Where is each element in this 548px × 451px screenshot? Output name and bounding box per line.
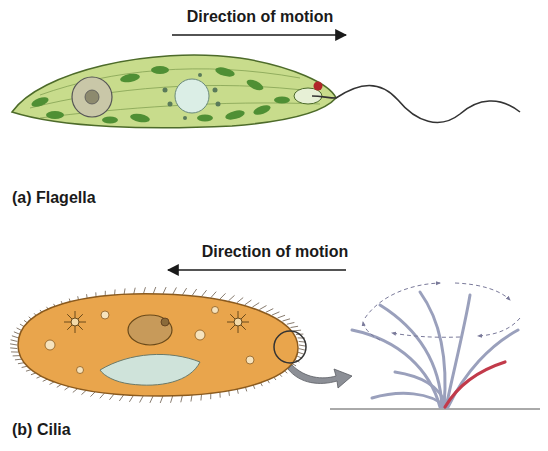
cilium — [259, 306, 266, 310]
cilium — [11, 340, 18, 342]
cilium — [287, 322, 295, 324]
cilium — [299, 349, 306, 351]
cilium — [299, 345, 306, 346]
cilium — [252, 303, 259, 307]
cilium — [150, 396, 153, 403]
cell-body — [12, 55, 336, 128]
cilium — [220, 293, 226, 299]
cilium — [182, 288, 186, 295]
cilium — [278, 315, 285, 318]
paramylon-granules — [163, 73, 221, 120]
cilium — [229, 295, 235, 300]
nucleolus — [85, 90, 99, 104]
zoom-arrow — [288, 365, 352, 388]
cilium — [163, 287, 166, 294]
micronucleus — [161, 318, 169, 326]
panel-caption: (a) Flagella — [12, 188, 96, 208]
cell-surface — [330, 409, 540, 410]
pellicle-stripes — [30, 69, 320, 118]
chloroplasts — [30, 66, 290, 124]
eyespot — [314, 82, 323, 91]
cilium — [10, 347, 17, 349]
cilium — [192, 289, 197, 296]
cilium — [160, 396, 163, 403]
flagellum — [312, 86, 520, 123]
cilium — [202, 290, 207, 296]
euglena — [12, 55, 520, 128]
cilia-beat-inset — [330, 283, 540, 409]
cilium — [282, 319, 290, 321]
contractile-vacuole — [175, 79, 209, 113]
direction-label: Direction of motion — [165, 7, 355, 27]
cilium — [140, 396, 144, 403]
cilium — [290, 326, 298, 327]
vacuole-star — [227, 311, 249, 333]
direction-arrow — [172, 34, 346, 36]
cilium — [10, 344, 17, 345]
direction-arrow — [168, 269, 346, 271]
cilium — [129, 395, 133, 402]
cilium — [12, 336, 18, 338]
cilium — [266, 309, 273, 313]
cilium — [13, 355, 20, 356]
vacuole-star — [64, 311, 86, 333]
cilium — [173, 287, 177, 294]
cilium — [298, 352, 304, 354]
cell-body — [18, 294, 298, 396]
cilium — [245, 300, 252, 305]
direction-label: Direction of motion — [180, 242, 370, 262]
cilium-positions — [352, 292, 518, 407]
cilium — [171, 396, 173, 403]
zoom-circle — [274, 331, 306, 363]
cilium — [237, 298, 243, 303]
cilium — [211, 292, 216, 298]
cilium — [272, 312, 279, 315]
cilium — [153, 287, 156, 294]
oral-groove — [100, 354, 200, 385]
cilium-highlight — [445, 362, 505, 407]
cilia-fringe — [10, 287, 306, 403]
food-vacuoles — [45, 307, 254, 374]
contractile-vacuoles — [64, 311, 249, 333]
macronucleus — [128, 315, 172, 345]
cilium — [11, 351, 18, 352]
nucleus — [72, 77, 112, 117]
paramecium — [10, 287, 352, 403]
panel-caption: (b) Cilia — [12, 420, 71, 440]
beat-cycle-arrows — [363, 283, 520, 340]
